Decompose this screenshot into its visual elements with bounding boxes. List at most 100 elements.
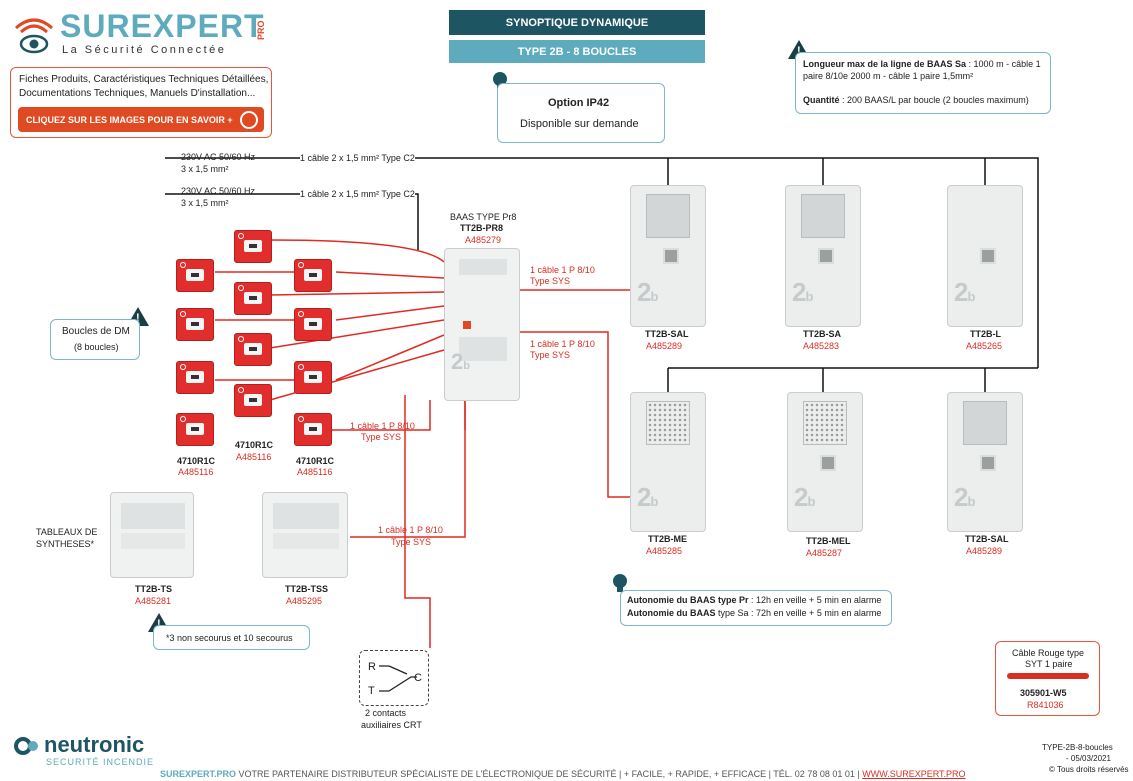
dm-ref-1: A485116 bbox=[178, 467, 214, 477]
device-ref-6: A485289 bbox=[966, 546, 1003, 556]
baas-note-qty: Quantité : 200 BAAS/L par boucle (2 bouc… bbox=[803, 95, 1029, 105]
device-tt2b-sa[interactable]: 2b bbox=[785, 185, 861, 327]
ts-ref: A485281 bbox=[135, 596, 172, 606]
contact-c: C bbox=[414, 672, 422, 684]
cable-card-title2: SYT 1 paire bbox=[1025, 659, 1073, 669]
click-hand-icon[interactable] bbox=[240, 111, 258, 129]
info-line-1: Fiches Produits, Caractéristiques Techni… bbox=[19, 74, 269, 85]
footer-url-link[interactable]: WWW.SUREXPERT.PRO bbox=[862, 769, 966, 779]
call-point[interactable] bbox=[176, 259, 214, 292]
central-ref: A485279 bbox=[465, 235, 502, 245]
supply1-label: 230V AC 50/60 Hz bbox=[181, 152, 256, 162]
dm-name-3: 4710R1C bbox=[296, 456, 335, 466]
page-subtitle: TYPE 2B - 8 BOUCLES bbox=[449, 40, 705, 63]
baas-note-line2: paire 8/10e 2000 m - câble 1 paire 1,5mm… bbox=[803, 71, 974, 81]
learn-more-button[interactable]: CLIQUEZ SUR LES IMAGES POUR EN SAVOIR + bbox=[18, 107, 264, 132]
panel-led bbox=[463, 321, 471, 329]
device-ref-5: A485287 bbox=[806, 548, 843, 558]
autonomy-line1: Autonomie du BAAS type Pr : 12h en veill… bbox=[627, 595, 882, 605]
panel-tt2b-tss[interactable] bbox=[262, 492, 348, 578]
brand-logo-icon[interactable] bbox=[12, 12, 56, 56]
option-box bbox=[497, 83, 665, 143]
call-point[interactable] bbox=[234, 230, 272, 263]
cable-sys-1a: 1 câble 1 P 8/10 bbox=[530, 265, 595, 275]
cable-sys-4b: Type SYS bbox=[391, 537, 432, 547]
device-name-3: TT2B-L bbox=[970, 329, 1001, 339]
call-point[interactable] bbox=[234, 384, 272, 417]
call-point[interactable] bbox=[294, 413, 332, 446]
panel-brand-mark: 2b bbox=[451, 349, 470, 374]
call-point[interactable] bbox=[176, 361, 214, 394]
cable-card-code: R841036 bbox=[1027, 700, 1064, 710]
cable-sys-3b: Type SYS bbox=[361, 432, 402, 442]
call-point[interactable] bbox=[176, 413, 214, 446]
dm-name-2: 4710R1C bbox=[235, 440, 274, 450]
dm-label: Boucles de DM bbox=[62, 326, 130, 337]
contacts-label1: 2 contacts bbox=[365, 708, 407, 718]
call-point[interactable] bbox=[294, 308, 332, 341]
synth-note: *3 non secourus et 10 secourus bbox=[166, 633, 293, 643]
central-type: BAAS TYPE Pr8 bbox=[450, 212, 517, 222]
device-tt2b-sal-top[interactable]: 2b bbox=[630, 185, 706, 327]
supply2-section: 3 x 1,5 mm² bbox=[181, 198, 229, 208]
baas-note-box bbox=[795, 52, 1051, 114]
red-cable-icon bbox=[1007, 673, 1089, 679]
call-point[interactable] bbox=[234, 282, 272, 315]
panel-buttons bbox=[459, 337, 507, 361]
ts-leds bbox=[121, 533, 185, 549]
brand-name: SUREXPERT bbox=[60, 8, 265, 44]
dm-ref-2: A485116 bbox=[236, 452, 272, 462]
brand-tagline: La Sécurité Connectée bbox=[62, 44, 227, 56]
footer-logo: neutronic bbox=[44, 732, 145, 757]
tss-ref: A485295 bbox=[286, 596, 323, 606]
panel-tt2b-ts[interactable] bbox=[110, 492, 194, 578]
option-text: Disponible sur demande bbox=[520, 118, 639, 130]
page-title: SYNOPTIQUE DYNAMIQUE bbox=[449, 10, 705, 35]
footer-date: - 05/03/2021 bbox=[1066, 754, 1111, 763]
relay-contact-icon bbox=[379, 665, 417, 692]
device-ref-4: A485285 bbox=[646, 546, 683, 556]
footer-doc: TYPE-2B-8-boucles bbox=[1042, 743, 1113, 752]
autonomy-line2: Autonomie du BAAS type Sa : 72h en veill… bbox=[627, 608, 882, 618]
device-tt2b-sal-bottom[interactable]: 2b bbox=[947, 392, 1023, 532]
cable-sys-1b: Type SYS bbox=[530, 276, 571, 286]
synth-note-box bbox=[153, 625, 310, 650]
device-name-1: TT2B-SAL bbox=[645, 329, 689, 339]
footer-tagline: SUREXPERT.PRO VOTRE PARTENAIRE DISTRIBUT… bbox=[160, 769, 966, 779]
supply1-section: 3 x 1,5 mm² bbox=[181, 164, 229, 174]
ts-name: TT2B-TS bbox=[135, 584, 172, 594]
dm-name-1: 4710R1C bbox=[177, 456, 216, 466]
supply2-label: 230V AC 50/60 Hz bbox=[181, 186, 256, 196]
dm-ref-3: A485116 bbox=[297, 467, 333, 477]
option-title: Option IP42 bbox=[548, 97, 610, 109]
central-panel[interactable]: 2b bbox=[444, 248, 520, 401]
lightbulb-icon bbox=[613, 574, 627, 592]
dm-label-box bbox=[50, 319, 140, 360]
tss-leds bbox=[273, 533, 339, 549]
footer-logo-sub: SECURITÉ INCENDIE bbox=[46, 757, 155, 767]
device-tt2b-mel[interactable]: 2b bbox=[787, 392, 863, 532]
info-line-2: Documentations Techniques, Manuels D'ins… bbox=[19, 88, 256, 99]
central-model: TT2B-PR8 bbox=[460, 223, 504, 233]
contact-r: R bbox=[368, 661, 376, 673]
neutronic-logo-icon[interactable] bbox=[14, 735, 40, 757]
autonomy-box bbox=[620, 590, 892, 626]
tss-name: TT2B-TSS bbox=[285, 584, 329, 594]
cable-sys-4a: 1 câble 1 P 8/10 bbox=[378, 525, 443, 535]
device-ref-1: A485289 bbox=[646, 341, 683, 351]
call-point[interactable] bbox=[294, 259, 332, 292]
device-tt2b-me[interactable]: 2b bbox=[630, 392, 706, 532]
cable2-label: 1 câble 2 x 1,5 mm² Type C2 bbox=[300, 189, 415, 199]
panel-display bbox=[459, 259, 507, 275]
cable-card-title1: Câble Rouge type bbox=[1012, 648, 1085, 658]
call-point[interactable] bbox=[234, 333, 272, 366]
call-point[interactable] bbox=[294, 361, 332, 394]
cable-card-ref: 305901-W5 bbox=[1020, 688, 1067, 698]
contact-t: T bbox=[368, 685, 375, 697]
synth-label-1: TABLEAUX DE bbox=[36, 527, 98, 537]
device-name-4: TT2B-ME bbox=[648, 534, 687, 544]
call-point[interactable] bbox=[176, 308, 214, 341]
baas-note-line1: Longueur max de la ligne de BAAS Sa : 10… bbox=[803, 59, 1041, 69]
device-tt2b-l[interactable]: 2b bbox=[947, 185, 1023, 327]
